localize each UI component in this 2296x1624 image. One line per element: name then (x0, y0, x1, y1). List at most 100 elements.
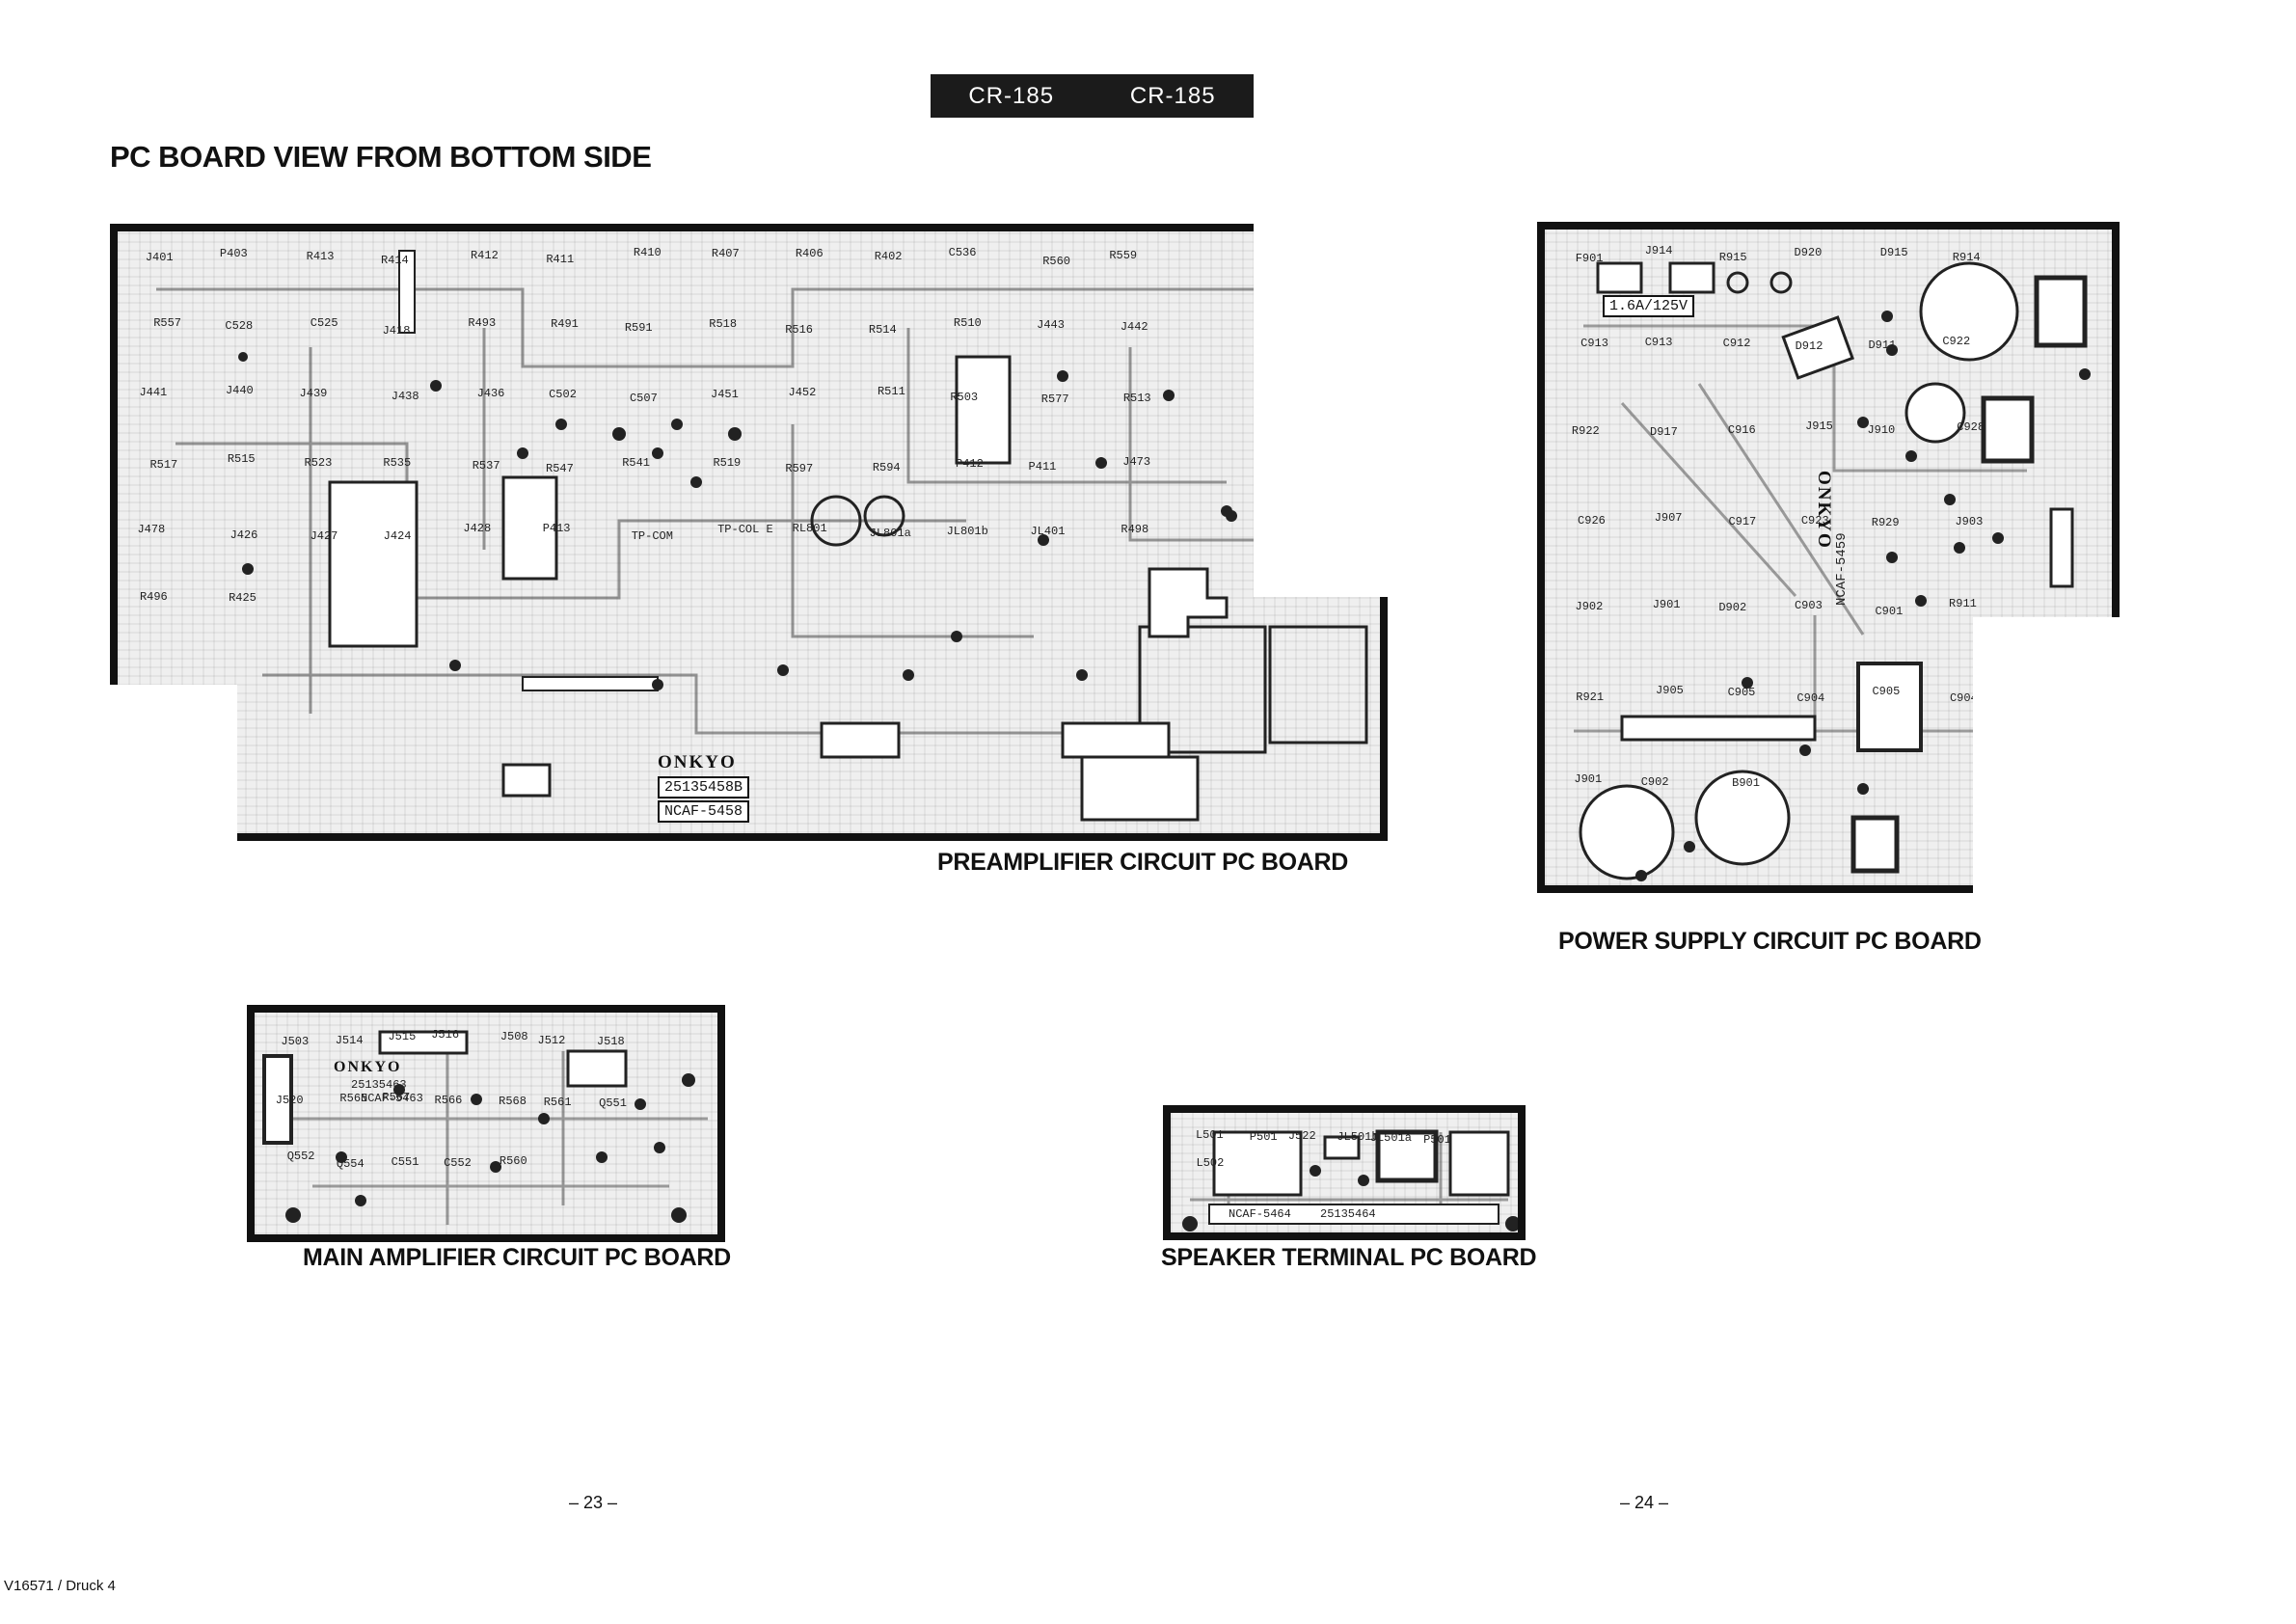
power-cutout-right (1973, 617, 2127, 901)
component-label: C912 (1722, 337, 1751, 351)
component-label: C928 (1957, 420, 1985, 434)
component-label: J520 (275, 1093, 304, 1107)
component-label: J441 (139, 385, 168, 399)
component-label: JL801b (946, 525, 988, 539)
component-label: R498 (1121, 523, 1149, 537)
component-label: J418 (382, 323, 411, 338)
component-label: R597 (785, 461, 814, 475)
component-label: R511 (877, 384, 905, 398)
component-label: C926 (1578, 513, 1606, 528)
component-label: J424 (383, 528, 412, 543)
power-caption: POWER SUPPLY CIRCUIT PC BOARD (1558, 928, 1982, 955)
component-label: C502 (549, 388, 577, 402)
document-code: V16571 / Druck 4 (4, 1578, 116, 1594)
main-amp-ncaf-label: NCAF-5463 (361, 1092, 423, 1105)
component-label: R413 (306, 250, 335, 264)
component-label: F901 (1575, 252, 1604, 266)
component-label: P413 (542, 521, 571, 535)
component-label: D915 (1879, 246, 1908, 260)
component-label: R914 (1952, 251, 1981, 265)
component-label: R567 (382, 1090, 411, 1104)
power-part-number: NCAF-5459 (1834, 532, 1850, 606)
preamp-traces (156, 250, 1368, 822)
page-number-left: – 23 – (569, 1493, 618, 1512)
main-amp-traces (262, 1030, 708, 1225)
component-label: J902 (1575, 600, 1604, 614)
component-label: C551 (391, 1155, 419, 1170)
component-label: J518 (596, 1034, 625, 1048)
main-amp-caption: MAIN AMPLIFIER CIRCUIT PC BOARD (303, 1244, 731, 1271)
component-label: C507 (629, 391, 658, 405)
component-label: R518 (709, 317, 738, 332)
component-label: R406 (795, 246, 824, 260)
component-label: J514 (335, 1034, 364, 1048)
component-label: P501 (1423, 1133, 1451, 1148)
component-label: R425 (229, 591, 257, 606)
component-label: J907 (1654, 511, 1683, 526)
component-label: J478 (137, 523, 166, 537)
component-label: TP-COL E (717, 523, 773, 537)
component-label: R412 (470, 249, 499, 263)
component-label: B901 (1732, 776, 1760, 791)
component-label: J452 (788, 385, 817, 399)
component-label: J443 (1037, 317, 1065, 332)
component-label: J428 (463, 522, 492, 536)
component-label: R560 (499, 1154, 527, 1169)
component-label: JL801a (869, 526, 911, 540)
component-label: C536 (948, 245, 977, 259)
component-label: P501 (1249, 1129, 1278, 1144)
component-label: C916 (1727, 422, 1756, 437)
component-label: R407 (711, 247, 740, 261)
component-label: R411 (546, 252, 575, 266)
component-label: R921 (1576, 690, 1605, 705)
power-logo: ONKYO (1814, 471, 1834, 550)
component-label: R535 (383, 455, 412, 470)
component-label: JL501a (1369, 1130, 1412, 1145)
component-label: R541 (622, 455, 650, 470)
speaker-traces (1182, 1129, 1518, 1232)
component-label: D917 (1650, 425, 1678, 440)
component-label: L501 (1195, 1128, 1224, 1143)
component-label: R513 (1122, 391, 1151, 405)
component-label: J515 (388, 1029, 417, 1043)
component-label: C922 (1942, 334, 1971, 348)
component-label: JL401 (1030, 524, 1066, 538)
component-label: J426 (230, 528, 258, 542)
component-label: R915 (1718, 250, 1747, 264)
component-label: C905 (1727, 685, 1756, 699)
component-label: C903 (1794, 599, 1823, 613)
component-label: C913 (1644, 335, 1673, 349)
component-label: J914 (1644, 244, 1673, 258)
component-label: Q551 (599, 1096, 627, 1110)
component-label: C552 (444, 1155, 472, 1170)
component-label: J915 (1805, 420, 1833, 434)
component-label: R929 (1871, 516, 1900, 530)
component-label: TP-COM (631, 528, 673, 543)
component-label: D912 (1795, 338, 1823, 353)
component-label: L502 (1196, 1156, 1225, 1171)
component-label: P403 (219, 247, 248, 261)
component-label: J508 (500, 1030, 528, 1044)
main-amp-part-number: 25135463 (351, 1078, 407, 1092)
component-label: J473 (1122, 454, 1151, 469)
component-label: R515 (227, 452, 256, 467)
component-label: P411 (1028, 459, 1057, 474)
component-label: J427 (310, 529, 338, 544)
component-label: J903 (1955, 515, 1984, 529)
component-label: J901 (1574, 771, 1603, 786)
preamp-logo: ONKYO (658, 752, 737, 772)
component-label: J401 (145, 250, 174, 264)
component-label: R516 (785, 322, 813, 337)
component-label: J439 (299, 387, 328, 401)
component-label: C525 (310, 316, 338, 331)
component-label: RL801 (792, 522, 827, 536)
component-label: R594 (872, 460, 901, 474)
component-label: R414 (380, 253, 409, 267)
preamp-part-number: 25135458B (658, 776, 750, 798)
component-label: R547 (546, 461, 574, 475)
component-label: R496 (139, 590, 168, 605)
component-label: R557 (153, 315, 181, 330)
component-label: C917 (1728, 515, 1757, 529)
